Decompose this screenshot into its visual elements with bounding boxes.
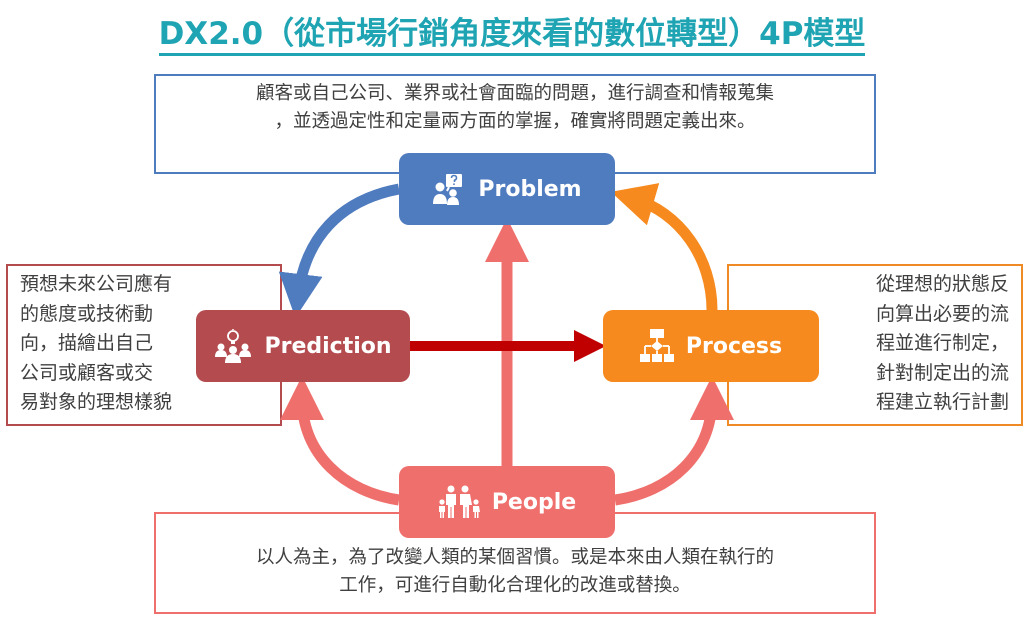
problem-desc-line: ，並透過定性和定量兩方面的掌握，確實將問題定義出來。 [274,111,756,132]
arrow-people-to-prediction [280,376,400,506]
process-label: Process [685,333,783,359]
problem-description-box: 顧客或自己公司、業界或社會面臨的問題，進行調查和情報蒐集 ，並透過定性和定量兩方… [154,74,876,174]
prediction-label: Prediction [264,333,392,359]
prediction-desc-line: 的態度或技術動 [20,302,154,325]
process-desc-line: 針對制定出的流 [875,361,1009,384]
arrow-problem-to-prediction [278,183,401,318]
problem-label: Problem [478,176,582,202]
people-node: People [399,466,615,538]
prediction-desc-line: 公司或顧客或交 [20,361,154,384]
prediction-desc-line: 預想未來公司應有 [20,273,173,295]
people-desc-line: 以人為主，為了改變人類的某個習慣。或是本來由人類在執行的 [255,547,774,568]
problem-node: Problem [399,153,615,225]
people-desc-line: 工作，可進行自動化合理化的改進或替換。 [339,575,691,596]
problem-desc-line: 顧客或自己公司、業界或社會面臨的問題，進行調查和情報蒐集 [255,83,774,104]
person-question-icon [433,174,463,205]
prediction-desc-line: 易對象的理想樣貌 [20,391,173,413]
group-lightbulb-icon [215,329,252,363]
arrow-people-to-process [614,376,734,506]
process-node: Process [603,310,819,382]
process-desc-line: 向算出必要的流 [875,302,1009,325]
prediction-desc-line: 向，描繪出自己 [20,332,154,354]
page-title: DX2.0（從市場行銷角度來看的數位轉型）4P模型 [0,8,1024,56]
arrow-process-to-problem [610,183,718,311]
process-desc-line: 從理想的狀態反 [875,273,1009,295]
process-desc-line: 程建立執行計劃 [875,391,1009,413]
flowchart-icon [639,329,674,362]
process-desc-line: 程並進行制定， [875,332,1009,354]
people-label: People [491,489,577,515]
prediction-node: Prediction [196,310,410,382]
family-icon [438,485,480,518]
process-description-box: 從理想的狀態反 向算出必要的流 程並進行制定， 針對制定出的流 程建立執行計劃 [727,264,1023,426]
